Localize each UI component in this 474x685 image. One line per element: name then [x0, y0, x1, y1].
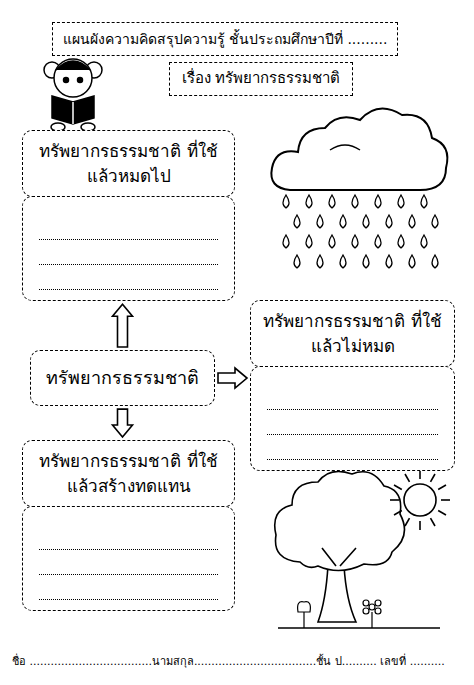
raindrop	[340, 215, 346, 228]
raindrop	[317, 255, 323, 268]
raindrop	[283, 235, 289, 248]
illustration-part	[54, 59, 92, 97]
sun-ray	[394, 511, 402, 516]
raindrop	[363, 255, 369, 268]
flowers	[298, 600, 381, 628]
dotted-write-line	[267, 435, 438, 460]
sun-ray	[431, 474, 436, 482]
dotted-write-line	[39, 240, 218, 265]
name-line: ชื่อ ...................................…	[12, 652, 445, 670]
raindrop	[352, 235, 358, 248]
child-reading-icon	[44, 59, 102, 131]
topic-heading-box: ทรัพยากรธรรมชาติ ที่ใช้แล้วสร้างทดแทน	[22, 440, 235, 507]
raindrop	[398, 235, 404, 248]
illustration-part	[78, 78, 83, 83]
heading-box: แผนผังความคิดสรุปความรู้ ชั้นประถมศึกษาป…	[52, 22, 399, 56]
raindrop	[409, 255, 415, 268]
raindrop	[317, 215, 323, 228]
illustration-part	[363, 600, 369, 606]
dotted-write-line	[39, 525, 218, 550]
raindrop	[421, 195, 427, 208]
center-box: ทรัพยากรธรรมชาติ	[30, 350, 215, 406]
topic-box: ทรัพยากรธรรมชาติ ที่ใช้แล้วสร้างทดแทน	[22, 440, 235, 611]
sun-ray	[438, 511, 446, 516]
sun-ray	[438, 485, 446, 490]
raindrop	[306, 235, 312, 248]
illustration-part	[298, 602, 311, 612]
answer-box	[22, 506, 235, 611]
illustration-part	[375, 608, 381, 614]
topic-heading: ทรัพยากรธรรมชาติ ที่ใช้แล้วสร้างทดแทน	[31, 449, 226, 498]
illustration-part	[64, 78, 69, 83]
tree	[275, 471, 440, 628]
raindrop	[432, 215, 438, 228]
illustration-part	[371, 612, 372, 628]
dotted-write-line	[39, 575, 218, 600]
illustration-part	[375, 600, 381, 606]
box-text: เรื่อง ทรัพยากรธรรมชาติ	[182, 68, 341, 90]
topic-heading-box: ทรัพยากรธรรมชาติ ที่ใช้แล้วหมดไป	[22, 130, 235, 197]
illustration-part	[303, 610, 304, 628]
block-arrow	[113, 304, 133, 347]
raindrop	[398, 195, 404, 208]
topic-box: ทรัพยากรธรรมชาติ ที่ใช้แล้วหมดไป	[22, 130, 235, 301]
raindrop	[306, 195, 312, 208]
raindrop	[294, 215, 300, 228]
illustration-part	[56, 61, 90, 70]
dotted-write-line	[267, 385, 438, 410]
answer-box	[250, 366, 455, 471]
illustration-part	[271, 109, 447, 190]
answer-box	[22, 196, 235, 301]
sun	[390, 470, 450, 530]
illustration-part	[363, 608, 369, 614]
sun-ray	[419, 470, 421, 479]
dotted-write-line	[39, 550, 218, 575]
raindrop	[340, 255, 346, 268]
box-text: ทรัพยากรธรรมชาติ	[39, 365, 206, 391]
raindrop	[375, 235, 381, 248]
sun-ray	[419, 521, 421, 530]
topic-heading: ทรัพยากรธรรมชาติ ที่ใช้แล้วไม่หมด	[259, 309, 446, 358]
raindrop	[283, 195, 289, 208]
dotted-write-line	[267, 410, 438, 435]
block-arrow	[218, 368, 247, 388]
sun-ray	[405, 518, 410, 526]
raindrop	[386, 215, 392, 228]
raindrop	[363, 215, 369, 228]
illustration-part	[72, 102, 74, 124]
block-arrow	[113, 409, 133, 437]
raindrop	[375, 195, 381, 208]
raindrop	[329, 195, 335, 208]
illustration-part	[322, 548, 356, 566]
dotted-write-line	[39, 265, 218, 290]
topic-heading-box: ทรัพยากรธรรมชาติ ที่ใช้แล้วไม่หมด	[250, 300, 455, 367]
illustration-part	[52, 96, 94, 124]
box-text: แผนผังความคิดสรุปความรู้ ชั้นประถมศึกษาป…	[63, 29, 388, 49]
sun-ray	[405, 474, 410, 482]
sun-ray	[441, 499, 450, 501]
illustration-part	[318, 565, 356, 622]
raindrop	[386, 255, 392, 268]
heading-box: เรื่อง ทรัพยากรธรรมชาติ	[169, 62, 354, 96]
dotted-write-line	[39, 215, 218, 240]
illustration-part	[278, 627, 440, 629]
raindrop	[329, 235, 335, 248]
topic-box: ทรัพยากรธรรมชาติ ที่ใช้แล้วไม่หมด	[250, 300, 455, 471]
raindrop	[421, 235, 427, 248]
illustration-part	[330, 145, 360, 150]
raindrop	[294, 255, 300, 268]
raindrops	[283, 195, 438, 268]
rain-cloud	[271, 109, 447, 190]
sun-ray	[394, 485, 402, 490]
sun-ray	[390, 499, 399, 501]
illustration-part	[275, 471, 405, 570]
raindrop	[432, 255, 438, 268]
illustration-part	[369, 604, 375, 610]
raindrop	[352, 195, 358, 208]
topic-heading: ทรัพยากรธรรมชาติ ที่ใช้แล้วหมดไป	[31, 139, 226, 188]
sun-ray	[431, 518, 436, 526]
raindrop	[409, 215, 415, 228]
illustration-part	[404, 484, 436, 516]
